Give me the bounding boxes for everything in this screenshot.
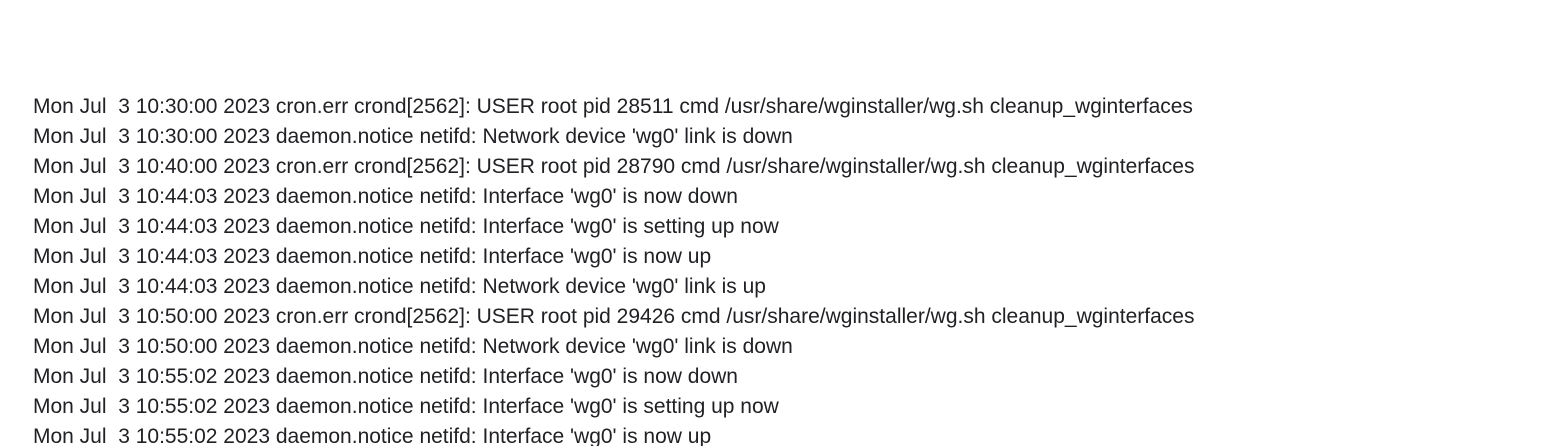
log-line: Mon Jul 3 10:30:00 2023 daemon.notice ne… bbox=[33, 125, 793, 148]
log-line: Mon Jul 3 10:55:02 2023 daemon.notice ne… bbox=[33, 425, 712, 446]
log-line: Mon Jul 3 10:55:02 2023 daemon.notice ne… bbox=[33, 365, 738, 388]
log-line: Mon Jul 3 10:50:00 2023 daemon.notice ne… bbox=[33, 335, 793, 358]
system-log-output: Mon Jul 3 10:30:00 2023 cron.err crond[2… bbox=[33, 2, 1556, 446]
log-line: Mon Jul 3 10:44:03 2023 daemon.notice ne… bbox=[33, 215, 779, 238]
log-line: Mon Jul 3 10:44:03 2023 daemon.notice ne… bbox=[33, 185, 738, 208]
log-line: Mon Jul 3 10:50:00 2023 cron.err crond[2… bbox=[33, 305, 1195, 328]
log-line: Mon Jul 3 10:44:03 2023 daemon.notice ne… bbox=[33, 245, 712, 268]
log-line: Mon Jul 3 10:55:02 2023 daemon.notice ne… bbox=[33, 395, 779, 418]
log-line: Mon Jul 3 10:40:00 2023 cron.err crond[2… bbox=[33, 155, 1195, 178]
log-line: Mon Jul 3 10:30:00 2023 cron.err crond[2… bbox=[33, 95, 1193, 118]
log-line: Mon Jul 3 10:44:03 2023 daemon.notice ne… bbox=[33, 275, 766, 298]
